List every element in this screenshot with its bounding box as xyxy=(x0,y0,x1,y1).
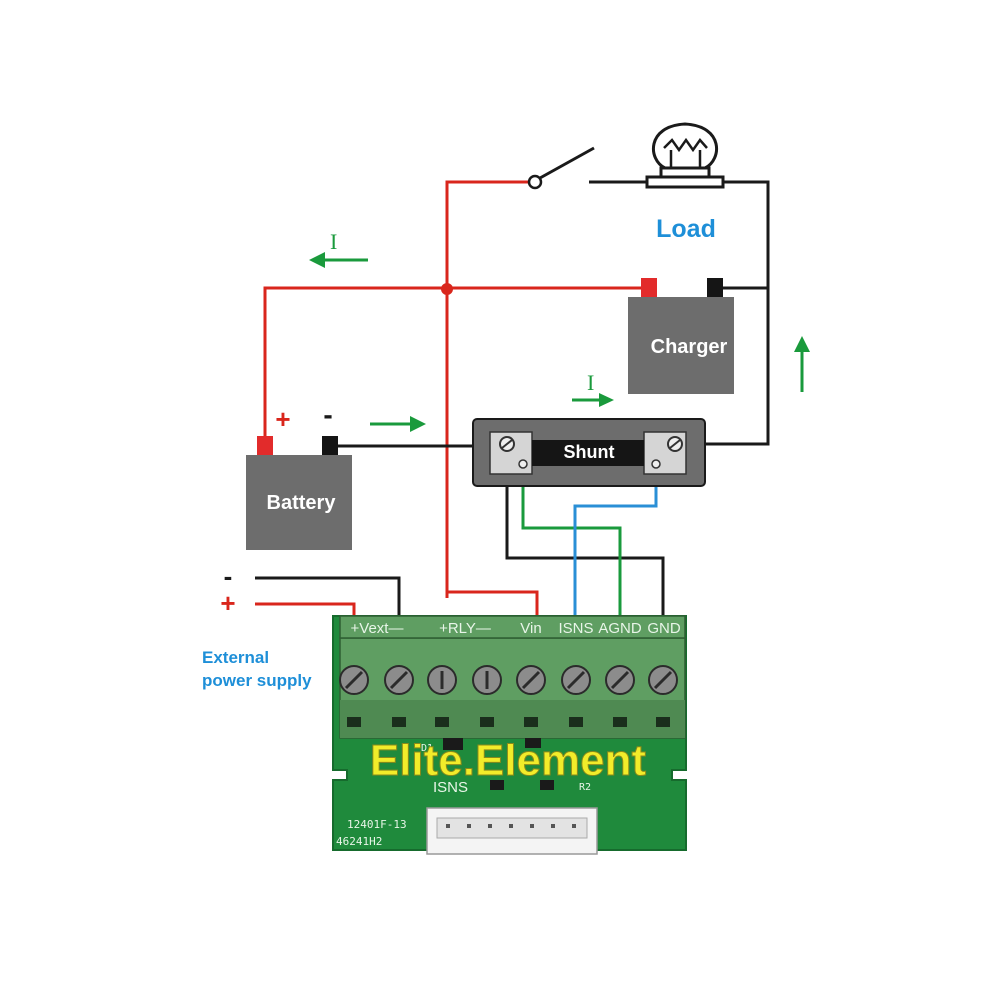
current-arrow-left xyxy=(309,252,368,268)
terminal-label-rly: +RLY— xyxy=(439,620,491,637)
charger-box xyxy=(628,297,734,394)
external-supply-label-line1: External xyxy=(202,648,269,667)
terminal-label-gnd: GND xyxy=(647,620,681,637)
shunt xyxy=(472,418,706,487)
red-wire-switch xyxy=(445,180,532,598)
green-wire-agnd xyxy=(521,466,622,678)
board-d1-label: D1 xyxy=(421,743,433,754)
terminal-labels: +Vext— +RLY— Vin ISNS AGND GND xyxy=(351,620,681,637)
charger-terminal-minus xyxy=(707,278,723,298)
brand-watermark: Elite.Element xyxy=(370,736,647,785)
charger-label: Charger xyxy=(651,336,728,358)
junction-dot xyxy=(441,283,453,295)
pcb-board xyxy=(332,615,687,855)
charger xyxy=(628,278,734,394)
battery-label: Battery xyxy=(267,492,337,514)
terminal-label-vext: +Vext— xyxy=(351,620,404,637)
board-serial: 46241H2 xyxy=(336,835,382,848)
current-symbol-top: I xyxy=(330,229,337,254)
board-isns-label: ISNS xyxy=(433,779,468,796)
terminal-screws xyxy=(339,665,678,695)
load-label: Load xyxy=(656,215,716,243)
black-wire-right-rail xyxy=(705,180,770,446)
terminal-label-isns: ISNS xyxy=(558,620,593,637)
shunt-sense-screw-left xyxy=(518,459,528,469)
charger-terminal-plus xyxy=(641,278,657,298)
terminal-label-vin: Vin xyxy=(520,620,541,637)
battery-box xyxy=(246,455,352,550)
load-lamp-icon xyxy=(645,122,725,189)
switch xyxy=(527,146,595,190)
current-arrow-up xyxy=(794,336,810,392)
battery-terminal-plus xyxy=(257,436,273,456)
battery-plus-sign: + xyxy=(275,404,290,434)
terminal-label-agnd: AGND xyxy=(598,620,642,637)
current-arrow-right-battery xyxy=(370,416,426,432)
battery-terminal-minus xyxy=(322,436,338,456)
board-r2-label: R2 xyxy=(579,782,591,793)
ext-plus-sign: + xyxy=(220,588,235,618)
current-symbol-mid: I xyxy=(587,370,594,395)
ext-minus-sign: - xyxy=(224,561,233,591)
battery-minus-sign: - xyxy=(323,399,332,430)
shunt-label: Shunt xyxy=(564,442,615,462)
battery xyxy=(246,436,352,550)
shunt-element xyxy=(532,440,644,466)
current-arrow-right-shunt xyxy=(572,393,614,407)
diode-d1 xyxy=(443,738,463,750)
external-supply-label-line2: power supply xyxy=(202,671,312,690)
shunt-sense-screw-right xyxy=(651,459,661,469)
board-part-number: 12401F-13 xyxy=(347,818,407,831)
